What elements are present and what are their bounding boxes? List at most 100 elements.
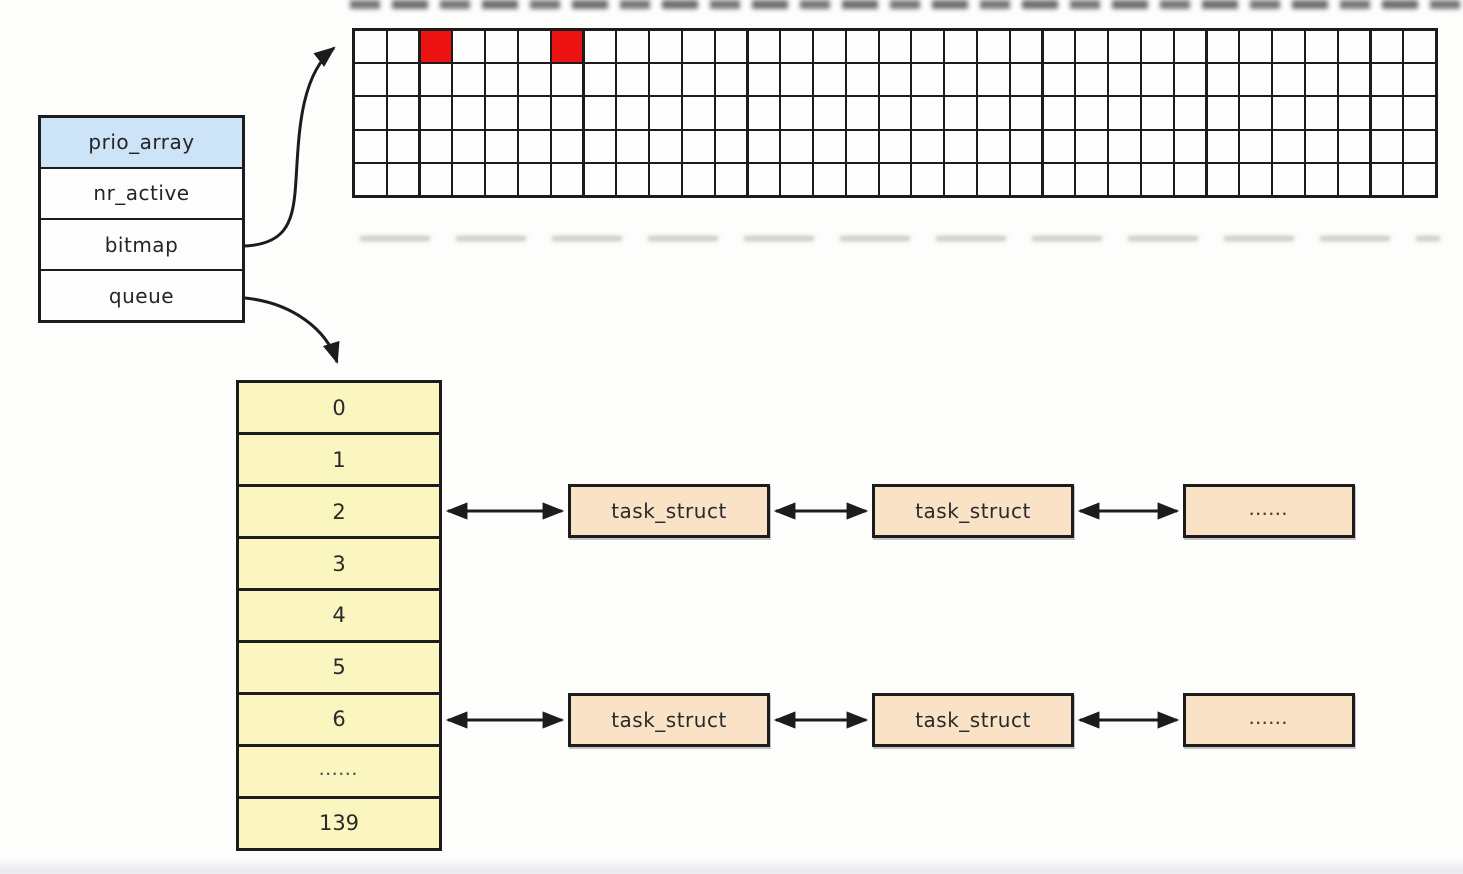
queue-cell-2: 2 bbox=[239, 486, 439, 537]
bitmap-bit bbox=[1174, 64, 1206, 96]
bitmap-bit bbox=[1174, 130, 1206, 162]
bitmap-bit bbox=[1306, 31, 1337, 63]
queue-pointer-arrow bbox=[244, 296, 340, 365]
bitmap-bit bbox=[1306, 163, 1337, 195]
task-struct-box: task_struct bbox=[872, 484, 1074, 538]
bitmap-bit bbox=[584, 163, 616, 195]
bitmap-bit bbox=[1142, 97, 1173, 129]
task-list-ellipsis-box: ...... bbox=[1183, 693, 1355, 747]
struct-field-bitmap: bitmap bbox=[41, 220, 242, 269]
bitmap-bit bbox=[912, 97, 944, 129]
queue-cell-label: 2 bbox=[332, 499, 346, 524]
bitmap-bit bbox=[945, 64, 976, 96]
struct-field-label: nr_active bbox=[93, 181, 190, 206]
bitmap-bit bbox=[846, 64, 878, 96]
bitmap-bit bbox=[1109, 163, 1140, 195]
queue-cell-label: 1 bbox=[332, 447, 346, 472]
queue-cell-3: 3 bbox=[239, 538, 439, 589]
bitmap-bit bbox=[1010, 163, 1042, 195]
bitmap-bit bbox=[814, 64, 845, 96]
bitmap-bit bbox=[1240, 64, 1272, 96]
bitmap-bit bbox=[453, 97, 484, 129]
bitmap-bit bbox=[1207, 130, 1239, 162]
bitmap-bit bbox=[617, 64, 648, 96]
bitmap-bit bbox=[682, 163, 714, 195]
task-box-label: ...... bbox=[1249, 504, 1289, 518]
bitmap-bit bbox=[387, 31, 419, 63]
bitmap-bit bbox=[1338, 64, 1370, 96]
bitmap-bit bbox=[1109, 97, 1140, 129]
bitmap-bit bbox=[846, 163, 878, 195]
bitmap-bit bbox=[748, 97, 780, 129]
bitmap-bit bbox=[584, 64, 616, 96]
task-box-label: task_struct bbox=[915, 708, 1031, 732]
bitmap-bit bbox=[518, 163, 550, 195]
bitmap-bit bbox=[1207, 31, 1239, 63]
bitmap-bit bbox=[1043, 163, 1075, 195]
bitmap-bit bbox=[486, 163, 517, 195]
bitmap-bit bbox=[1174, 97, 1206, 129]
bitmap-bit bbox=[945, 31, 976, 63]
bitmap-bit bbox=[1043, 31, 1075, 63]
bitmap-bit bbox=[1010, 97, 1042, 129]
bitmap-bit bbox=[617, 130, 648, 162]
bitmap-bit bbox=[1076, 31, 1108, 63]
bitmap-bit bbox=[584, 31, 616, 63]
bitmap-bit bbox=[453, 31, 484, 63]
bitmap-bit bbox=[912, 64, 944, 96]
bitmap-bit bbox=[814, 163, 845, 195]
task-box-label: task_struct bbox=[611, 708, 727, 732]
bitmap-bit bbox=[1404, 31, 1435, 63]
bitmap-bit bbox=[715, 130, 747, 162]
bitmap-bit bbox=[1207, 97, 1239, 129]
bitmap-bit bbox=[781, 97, 812, 129]
bitmap-bit bbox=[486, 97, 517, 129]
bitmap-bit bbox=[978, 97, 1009, 129]
bitmap-bit bbox=[978, 130, 1009, 162]
queue-cell-6: 6 bbox=[239, 694, 439, 745]
bitmap-bit bbox=[1076, 163, 1108, 195]
bitmap-bit bbox=[682, 64, 714, 96]
bitmap-bit bbox=[912, 163, 944, 195]
bitmap-bit bbox=[1207, 64, 1239, 96]
bitmap-bit bbox=[1306, 97, 1337, 129]
bitmap-bit bbox=[1076, 64, 1108, 96]
bitmap-bit bbox=[551, 97, 583, 129]
task-struct-box: task_struct bbox=[872, 693, 1074, 747]
bitmap-bit bbox=[650, 31, 681, 63]
bitmap-bit bbox=[1010, 31, 1042, 63]
bitmap-bit bbox=[814, 130, 845, 162]
queue-cell-label: 5 bbox=[332, 655, 346, 680]
bitmap-bit bbox=[781, 130, 812, 162]
bitmap-bit bbox=[1240, 31, 1272, 63]
bitmap-bit bbox=[486, 31, 517, 63]
task-box-label: task_struct bbox=[915, 499, 1031, 523]
bottom-edge-strip bbox=[0, 859, 1463, 874]
bitmap-bit bbox=[1371, 97, 1403, 129]
bitmap-bit bbox=[1273, 163, 1304, 195]
bitmap-bit bbox=[1010, 130, 1042, 162]
bitmap-bit bbox=[748, 163, 780, 195]
bitmap-bit bbox=[781, 163, 812, 195]
bitmap-bit bbox=[650, 130, 681, 162]
queue-cell-0: 0 bbox=[239, 383, 439, 433]
bitmap-bit bbox=[912, 31, 944, 63]
bitmap-bit bbox=[1371, 163, 1403, 195]
bitmap-bit bbox=[355, 130, 386, 162]
bitmap-bit bbox=[453, 130, 484, 162]
bitmap-bit bbox=[387, 130, 419, 162]
queue-cell-1: 1 bbox=[239, 434, 439, 485]
queue-cell-5: 5 bbox=[239, 642, 439, 693]
bitmap-bit bbox=[420, 97, 452, 129]
bitmap-bit bbox=[1043, 130, 1075, 162]
bitmap-bit bbox=[1371, 31, 1403, 63]
bitmap-bit bbox=[518, 64, 550, 96]
bitmap-bit bbox=[748, 64, 780, 96]
bitmap-bit bbox=[945, 130, 976, 162]
bitmap-bit bbox=[355, 97, 386, 129]
bitmap-bit bbox=[1076, 130, 1108, 162]
bitmap-bit bbox=[420, 163, 452, 195]
bitmap-bit bbox=[1142, 64, 1173, 96]
